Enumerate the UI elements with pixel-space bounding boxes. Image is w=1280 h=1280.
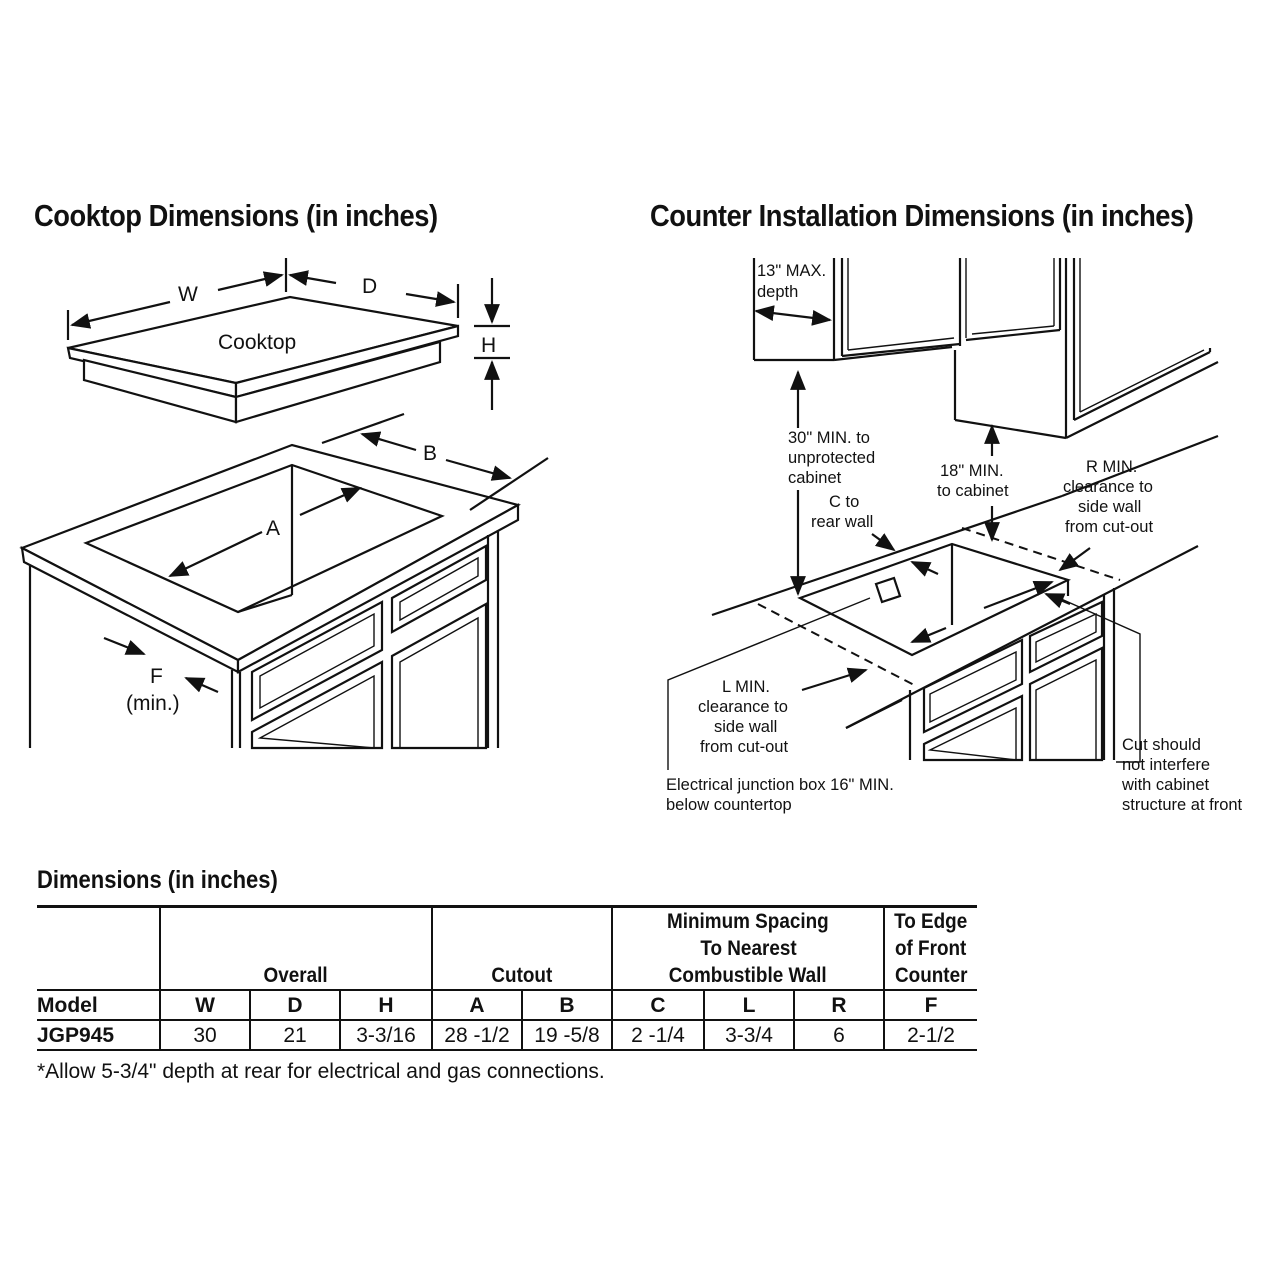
svg-text:cabinet: cabinet (788, 469, 842, 487)
group-front-edge: To Edge of Front Counter (883, 905, 977, 990)
col-model: Model (37, 989, 160, 1021)
col-l: L (703, 989, 794, 1021)
dimensions-table-title: Dimensions (in inches) (37, 866, 278, 894)
label-cooktop: Cooktop (218, 331, 296, 354)
label-f: F (150, 665, 163, 688)
cell-d: 21 (249, 1020, 340, 1051)
svg-text:to cabinet: to cabinet (937, 482, 1009, 500)
svg-text:depth: depth (757, 283, 798, 301)
label-r-min: R MIN. (1086, 458, 1137, 476)
svg-text:not interfere: not interfere (1122, 756, 1210, 774)
cell-w: 30 (159, 1020, 250, 1051)
col-a: A (431, 989, 522, 1021)
cooktop-dimensions-title: Cooktop Dimensions (in inches) (34, 198, 438, 233)
cell-a: 28 -1/2 (431, 1020, 522, 1051)
dimensions-table: Overall Cutout Minimum Spacing To Neares… (37, 905, 977, 1051)
svg-text:from cut-out: from cut-out (1065, 518, 1153, 536)
cabinet-left-drawing (19, 412, 549, 750)
table-row: JGP945 30 21 3-3/16 28 -1/2 19 -5/8 2 -1… (37, 1020, 977, 1051)
svg-text:structure at front: structure at front (1122, 796, 1243, 814)
cell-f: 2-1/2 (883, 1020, 977, 1051)
cell-r: 6 (793, 1020, 884, 1051)
svg-text:clearance to: clearance to (1063, 478, 1153, 496)
cell-l: 3-3/4 (703, 1020, 794, 1051)
cell-b: 19 -5/8 (521, 1020, 612, 1051)
group-overall: Overall (159, 905, 432, 990)
left-diagram-labels: W D H Cooktop B A F (min.) (126, 275, 496, 715)
counter-installation-title: Counter Installation Dimensions (in inch… (650, 198, 1194, 233)
label-a: A (266, 517, 280, 540)
label-c-rear-wall: C to (829, 493, 859, 511)
label-l-min: L MIN. (722, 678, 770, 696)
right-diagram-dimension-lines (667, 305, 1141, 770)
wall-cabinets-drawing (752, 258, 1219, 440)
label-h: H (481, 334, 496, 357)
counter-drawing (711, 434, 1219, 762)
col-r: R (793, 989, 884, 1021)
col-h: H (339, 989, 432, 1021)
svg-text:with cabinet: with cabinet (1121, 776, 1210, 794)
svg-text:rear wall: rear wall (811, 513, 873, 531)
label-cut-note: Cut should (1122, 736, 1201, 754)
group-min-spacing: Minimum Spacing To Nearest Combustible W… (611, 905, 884, 990)
col-d: D (249, 989, 340, 1021)
svg-text:unprotected: unprotected (788, 449, 875, 467)
svg-text:side wall: side wall (1078, 498, 1141, 516)
label-f-min: (min.) (126, 692, 180, 715)
label-junction-box: Electrical junction box 16" MIN. (666, 776, 894, 794)
svg-text:from cut-out: from cut-out (700, 738, 788, 756)
col-c: C (611, 989, 704, 1021)
cell-h: 3-3/16 (339, 1020, 432, 1051)
label-d: D (362, 275, 377, 298)
table-footnote: *Allow 5-3/4" depth at rear for electric… (37, 1060, 605, 1083)
label-18-min: 18" MIN. (940, 462, 1004, 480)
right-diagram-labels: 13" MAX. depth 30" MIN. to unprotected c… (666, 262, 1243, 814)
group-cutout: Cutout (431, 905, 612, 990)
table-header-row: Model W D H A B C L R F (37, 989, 977, 1021)
cell-c: 2 -1/4 (611, 1020, 704, 1051)
svg-text:below countertop: below countertop (666, 796, 792, 814)
col-f: F (883, 989, 977, 1021)
installation-diagram: W D H Cooktop B A F (min.) (19, 258, 1243, 814)
label-w: W (178, 283, 198, 306)
label-b: B (423, 442, 437, 465)
svg-text:clearance to: clearance to (698, 698, 788, 716)
col-b: B (521, 989, 612, 1021)
label-30-min: 30" MIN. to (788, 429, 870, 447)
svg-text:side wall: side wall (714, 718, 777, 736)
label-max-depth: 13" MAX. (757, 262, 826, 280)
col-w: W (159, 989, 250, 1021)
cooktop-drawing (66, 258, 510, 424)
cell-model: JGP945 (37, 1020, 160, 1051)
